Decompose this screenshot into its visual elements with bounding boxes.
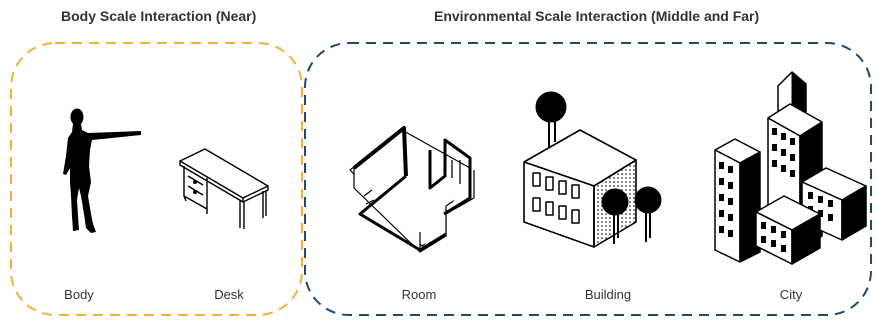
far-group-title: Environmental Scale Interaction (Middle …	[434, 8, 760, 24]
item-label-room: Room	[401, 287, 437, 302]
city-icon	[714, 71, 867, 265]
building-icon	[523, 91, 662, 248]
room-icon	[349, 126, 475, 253]
far-group-frame	[304, 42, 872, 316]
item-label-city: City	[779, 287, 803, 302]
desk-icon	[179, 148, 269, 229]
item-label-building: Building	[584, 287, 632, 302]
near-group-frame	[10, 42, 303, 316]
near-group-title: Body Scale Interaction (Near)	[61, 8, 257, 24]
human-silhouette-icon	[63, 108, 141, 233]
item-label-body: Body	[64, 287, 94, 302]
item-label-desk: Desk	[214, 287, 244, 302]
